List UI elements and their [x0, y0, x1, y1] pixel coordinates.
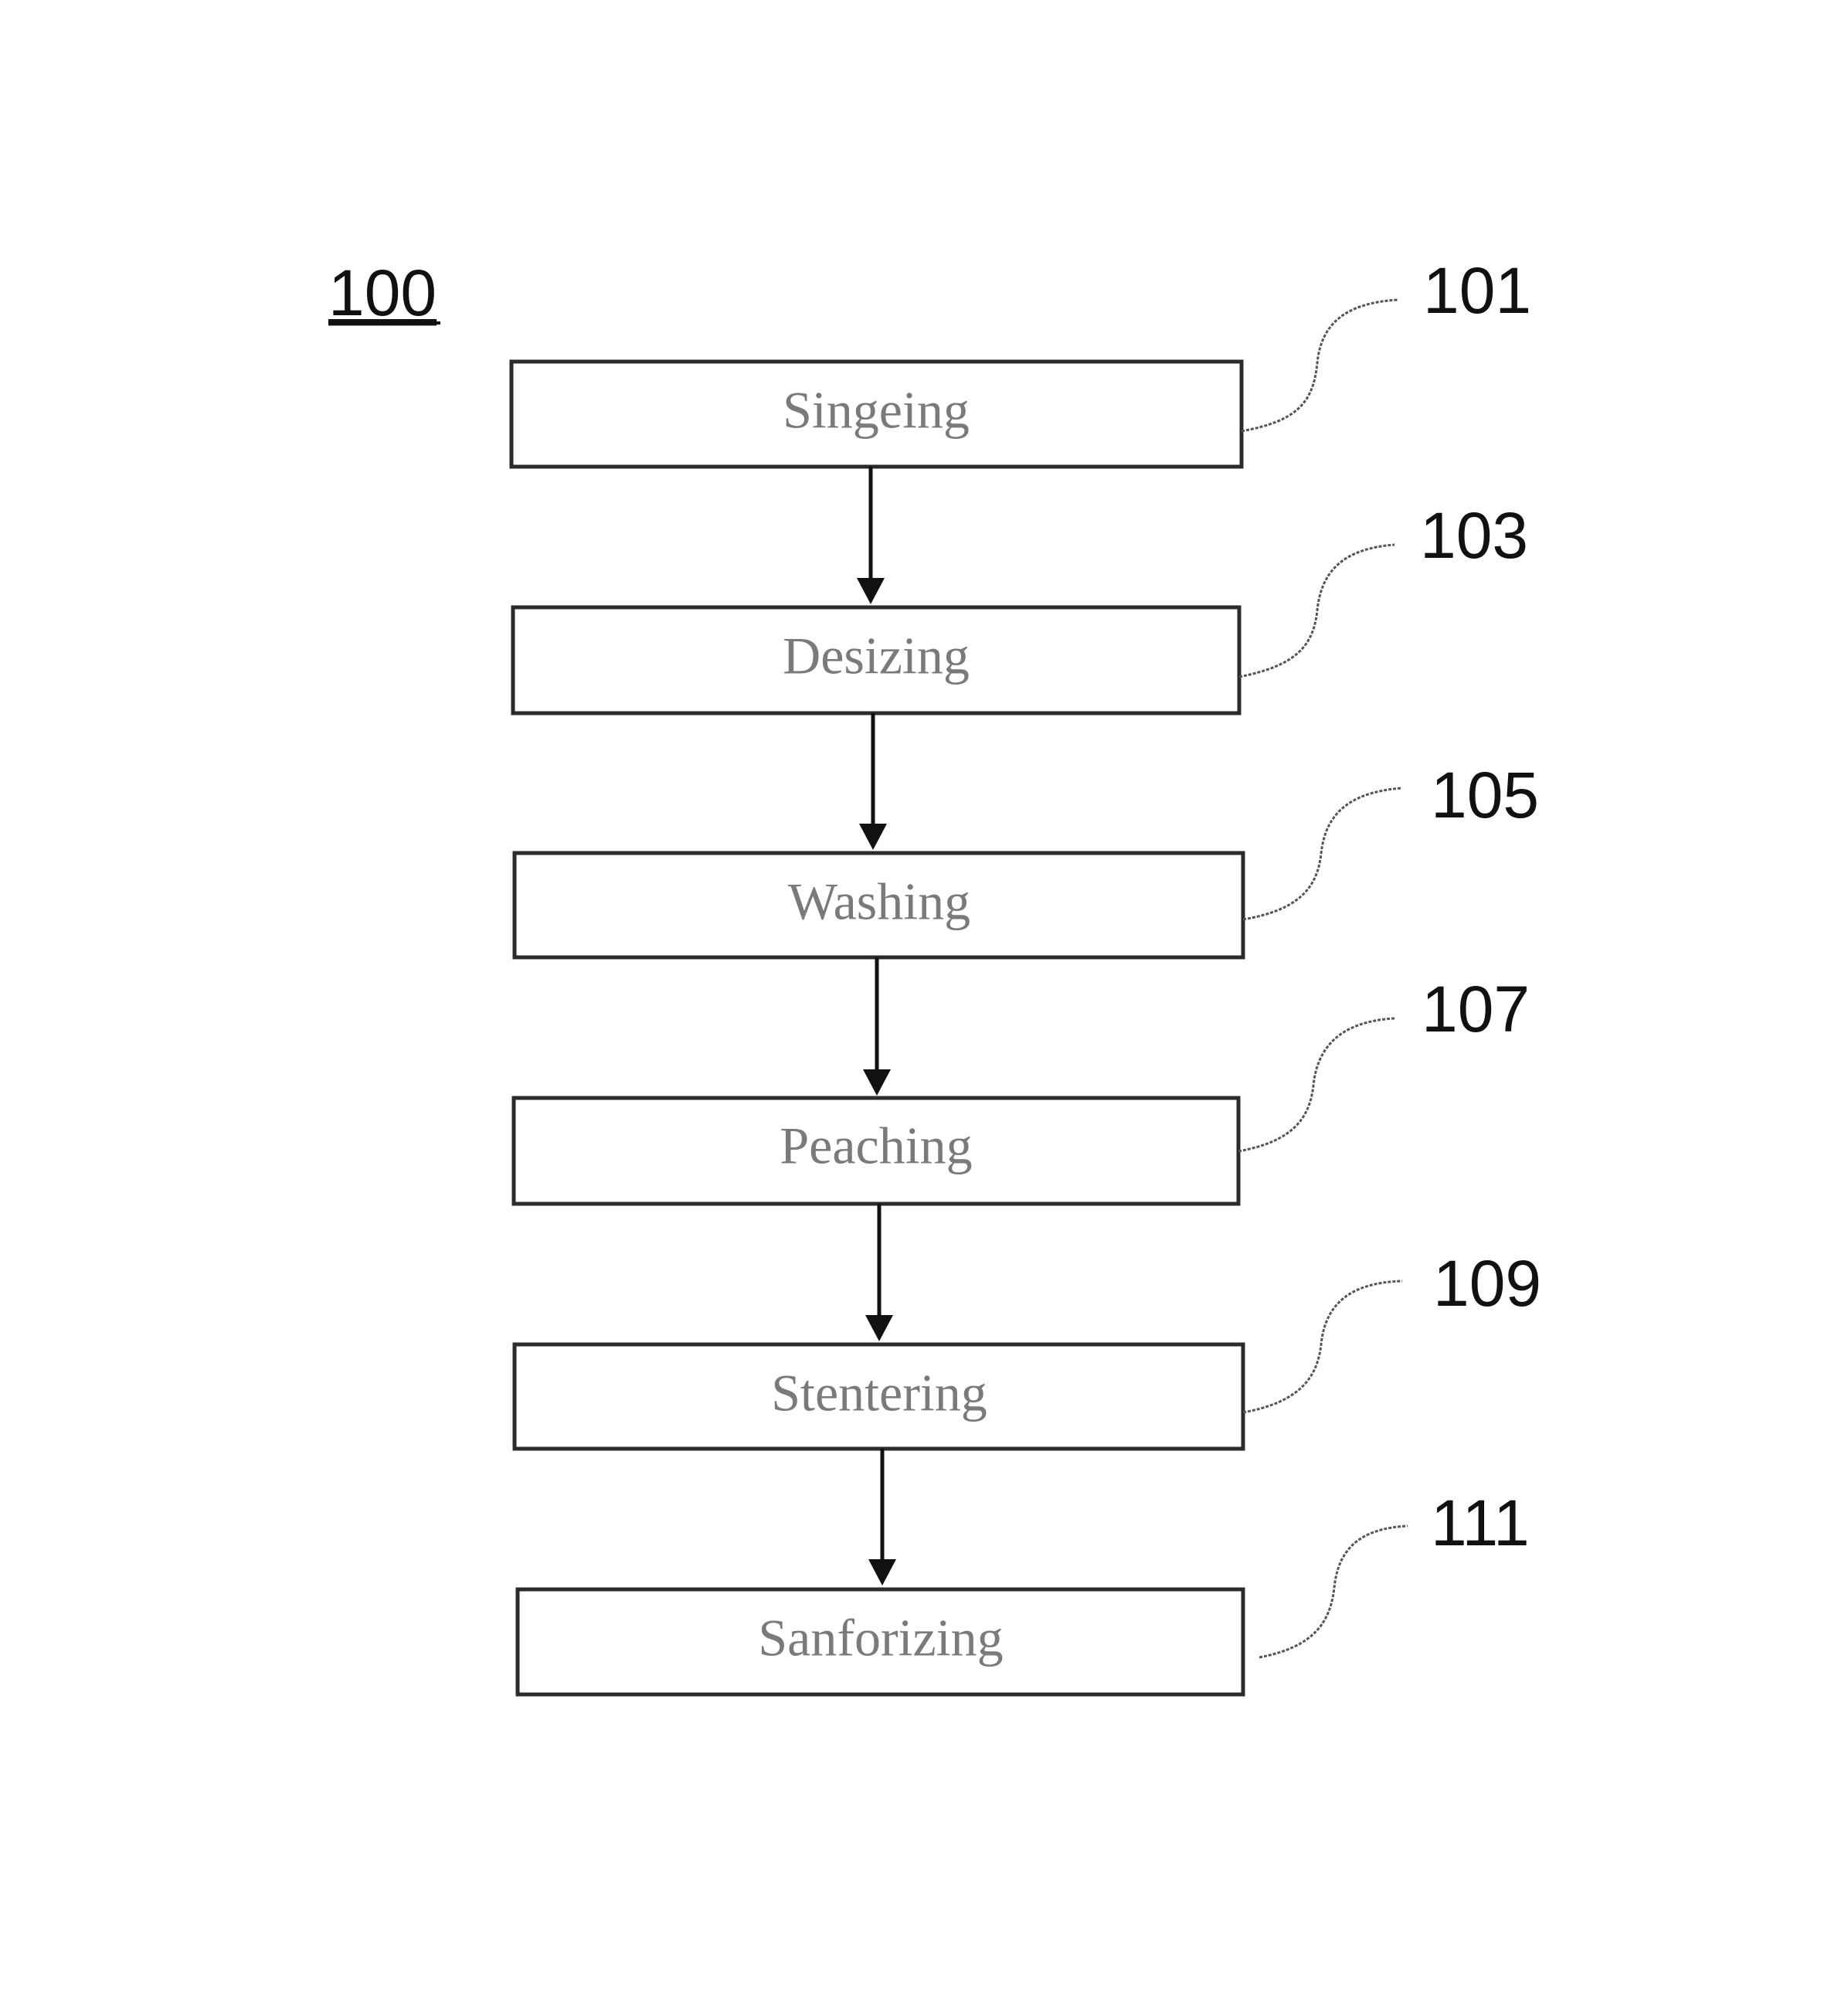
- leader-line: [1239, 545, 1394, 677]
- flow-arrow: [868, 1449, 896, 1585]
- step-label: Singeing: [783, 381, 970, 440]
- step-sanforizing: Sanforizing: [518, 1589, 1243, 1694]
- step-washing: Washing: [515, 853, 1243, 957]
- flow-arrow: [859, 713, 887, 850]
- step-peaching: Peaching: [514, 1098, 1238, 1204]
- flow-arrow: [863, 957, 891, 1096]
- leader-line: [1243, 788, 1402, 919]
- leader-line: [1238, 1018, 1394, 1151]
- leader-line: [1243, 1281, 1402, 1412]
- step-desizing: Desizing: [513, 607, 1239, 713]
- step-label: Stentering: [771, 1364, 987, 1422]
- step-label: Peaching: [780, 1116, 972, 1175]
- flow-arrow: [857, 467, 885, 604]
- step-reference-number: 111: [1431, 1487, 1530, 1559]
- step-stentering: Stentering: [515, 1344, 1243, 1449]
- step-label: Washing: [788, 872, 970, 931]
- step-reference-number: 107: [1422, 973, 1530, 1045]
- flow-arrow: [865, 1204, 893, 1341]
- leader-line: [1259, 1526, 1408, 1657]
- figure-reference-number: 100: [328, 257, 437, 329]
- step-reference-number: 103: [1420, 499, 1528, 572]
- step-label: Sanforizing: [758, 1609, 1003, 1667]
- step-label: Desizing: [783, 627, 970, 685]
- step-reference-number: 101: [1423, 254, 1531, 327]
- step-reference-number: 109: [1433, 1247, 1541, 1320]
- leader-line: [1242, 300, 1398, 431]
- step-singeing: Singeing: [511, 362, 1242, 467]
- step-reference-number: 105: [1431, 759, 1539, 831]
